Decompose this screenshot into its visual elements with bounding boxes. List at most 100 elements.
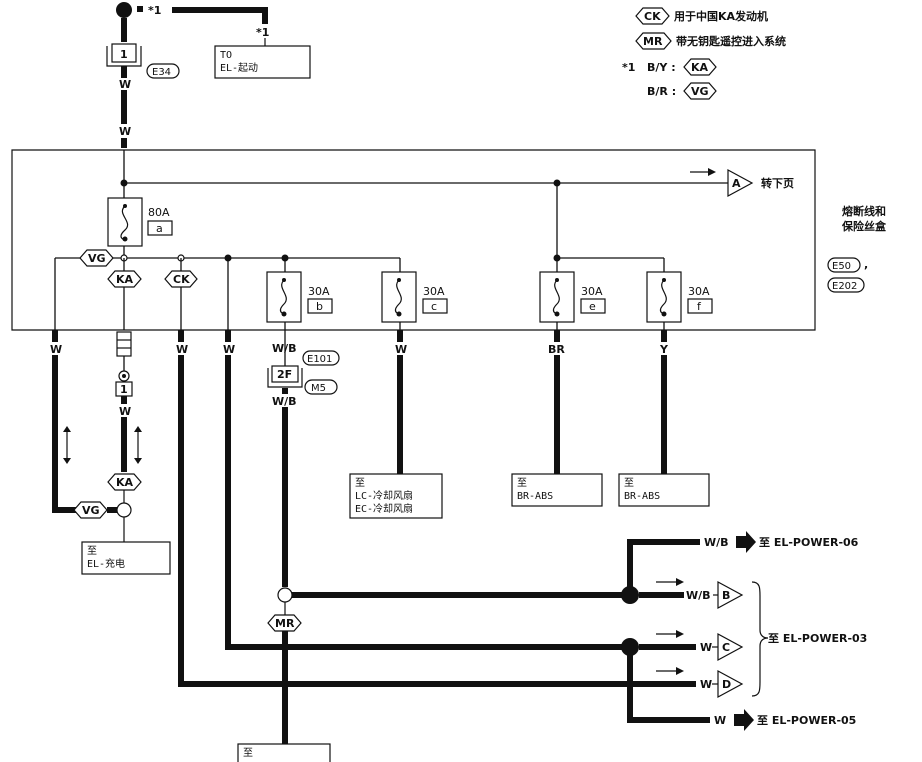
ka-tag-2 bbox=[107, 473, 142, 491]
e101-label: E101 bbox=[307, 354, 332, 365]
vg-tag bbox=[79, 249, 114, 267]
ka-tag-2-label: KA bbox=[116, 476, 134, 489]
charging-l1: 至 bbox=[87, 545, 97, 557]
mr-tag-wire-label: MR bbox=[275, 617, 295, 630]
bottom-box bbox=[237, 743, 331, 762]
to-start-l1: TO bbox=[220, 50, 232, 61]
fuse-c bbox=[381, 271, 417, 323]
terminal-square bbox=[137, 6, 143, 12]
wire-vg bbox=[52, 330, 80, 513]
connector-A bbox=[727, 168, 754, 198]
fusible-link-id: a bbox=[156, 222, 163, 235]
wire-wb-top: W/B bbox=[272, 342, 297, 355]
abs-box-1 bbox=[511, 473, 603, 507]
fuse-f-rating: 30A bbox=[688, 285, 710, 298]
wire-w-228 bbox=[225, 330, 628, 650]
vg-tag-2-label: VG bbox=[82, 504, 100, 517]
abs2-l2: BR-ABS bbox=[624, 491, 660, 502]
fusible-link-rating: 80A bbox=[148, 206, 170, 219]
star-b: *1 bbox=[256, 26, 269, 39]
vg-tag-legend-label: VG bbox=[691, 85, 709, 98]
fan-l3: EC-冷却风扇 bbox=[355, 502, 413, 515]
connector-C-label: C bbox=[722, 641, 730, 654]
wire-w-05: W bbox=[714, 714, 726, 727]
joint-wb bbox=[621, 586, 639, 604]
w-1: W bbox=[119, 78, 131, 91]
e50-tag bbox=[827, 257, 861, 273]
arrow-A-head bbox=[708, 168, 716, 176]
top-wire-to-start bbox=[172, 7, 268, 24]
mr-tag-wire bbox=[267, 614, 302, 632]
ck-tag bbox=[635, 7, 670, 25]
wire-br-label: BR bbox=[548, 343, 565, 356]
fuse-b-rating: 30A bbox=[308, 285, 330, 298]
conn-2f-label: 2F bbox=[277, 368, 292, 381]
ka-tag-label: KA bbox=[116, 273, 134, 286]
star-note: *1 bbox=[622, 61, 635, 74]
connector-A-label: A bbox=[732, 177, 741, 190]
wire-wb-B: W/B bbox=[686, 589, 711, 602]
fuse-c-id: c bbox=[431, 300, 437, 313]
fuse-box-label-1: 熔断线和 bbox=[842, 204, 886, 218]
wire-w-d: W bbox=[223, 343, 235, 356]
power06-label: 至 EL-POWER-06 bbox=[759, 536, 859, 549]
vg-tag-legend bbox=[683, 82, 717, 100]
connector-D-label: D bbox=[722, 678, 731, 691]
br-label: B/R : bbox=[647, 85, 676, 98]
wire-w-a: W bbox=[50, 343, 62, 356]
abs1-l2: BR-ABS bbox=[517, 491, 553, 502]
by-label: B/Y : bbox=[647, 61, 676, 74]
conn-1-label: 1 bbox=[120, 48, 128, 61]
wire-w-C: W bbox=[700, 641, 712, 654]
ck-tag-box bbox=[164, 270, 198, 288]
conn-2f bbox=[271, 365, 299, 383]
e34-label: E34 bbox=[152, 67, 171, 78]
mr-tag bbox=[635, 32, 672, 50]
fuse-box: 熔断线和 保险丝盒 E50 , E202 A 转下页 80A a VG bbox=[11, 149, 887, 331]
e202-tag bbox=[827, 277, 865, 293]
comma: , bbox=[864, 258, 868, 271]
wire-w-D: W bbox=[700, 678, 712, 691]
fuse-c-rating: 30A bbox=[423, 285, 445, 298]
fan-l1: 至 bbox=[355, 477, 365, 489]
ka-tag bbox=[107, 270, 142, 288]
mr-description: 带无钥匙遥控进入系统 bbox=[676, 34, 786, 48]
fuse-f-id: f bbox=[697, 300, 702, 313]
w-2: W bbox=[119, 125, 131, 138]
conn-1-lower-label: 1 bbox=[120, 383, 128, 396]
star-a: *1 bbox=[148, 4, 161, 17]
wire-y-label: Y bbox=[659, 343, 669, 356]
battery-terminal bbox=[116, 2, 132, 18]
wire-w-c: W bbox=[176, 343, 188, 356]
to-start-box bbox=[214, 45, 311, 79]
conn-1-top bbox=[111, 43, 137, 63]
ka-tag-legend-label: KA bbox=[691, 61, 709, 74]
fuse-e-rating: 30A bbox=[581, 285, 603, 298]
wire-ck bbox=[178, 330, 628, 687]
abs-box-2 bbox=[618, 473, 710, 507]
wire-wb-06: W/B bbox=[704, 536, 729, 549]
e202-label: E202 bbox=[832, 281, 857, 292]
fuse-e-id: e bbox=[589, 300, 596, 313]
ck-tag-label-box: CK bbox=[173, 273, 190, 286]
fuse-b-id: b bbox=[316, 300, 323, 313]
to-start-l2: EL-起动 bbox=[220, 62, 258, 74]
mr-tag-label: MR bbox=[643, 35, 663, 48]
e101-tag bbox=[302, 350, 340, 366]
power03-label: 至 EL-POWER-03 bbox=[768, 632, 867, 645]
harness: W VG 1 W KA 至 EL-充电 W bbox=[47, 330, 710, 762]
mr-joint bbox=[277, 587, 293, 603]
connector-B-label: B bbox=[722, 589, 730, 602]
ka-tag-legend bbox=[683, 58, 717, 76]
fuse-box-label-2: 保险丝盒 bbox=[841, 219, 887, 233]
wire-power06 bbox=[627, 539, 700, 595]
ck-description: 用于中国KA发动机 bbox=[674, 9, 768, 23]
e50-label: E50 bbox=[832, 261, 851, 272]
wire-w-e: W bbox=[395, 343, 407, 356]
vg-tag-label: VG bbox=[88, 252, 106, 265]
power05-label: 至 EL-POWER-05 bbox=[757, 714, 856, 727]
wire-w-b: W bbox=[119, 405, 131, 418]
e34-tag bbox=[146, 63, 180, 79]
legend: CK 用于中国KA发动机 MR 带无钥匙遥控进入系统 *1 B/Y : KA B… bbox=[622, 7, 786, 100]
